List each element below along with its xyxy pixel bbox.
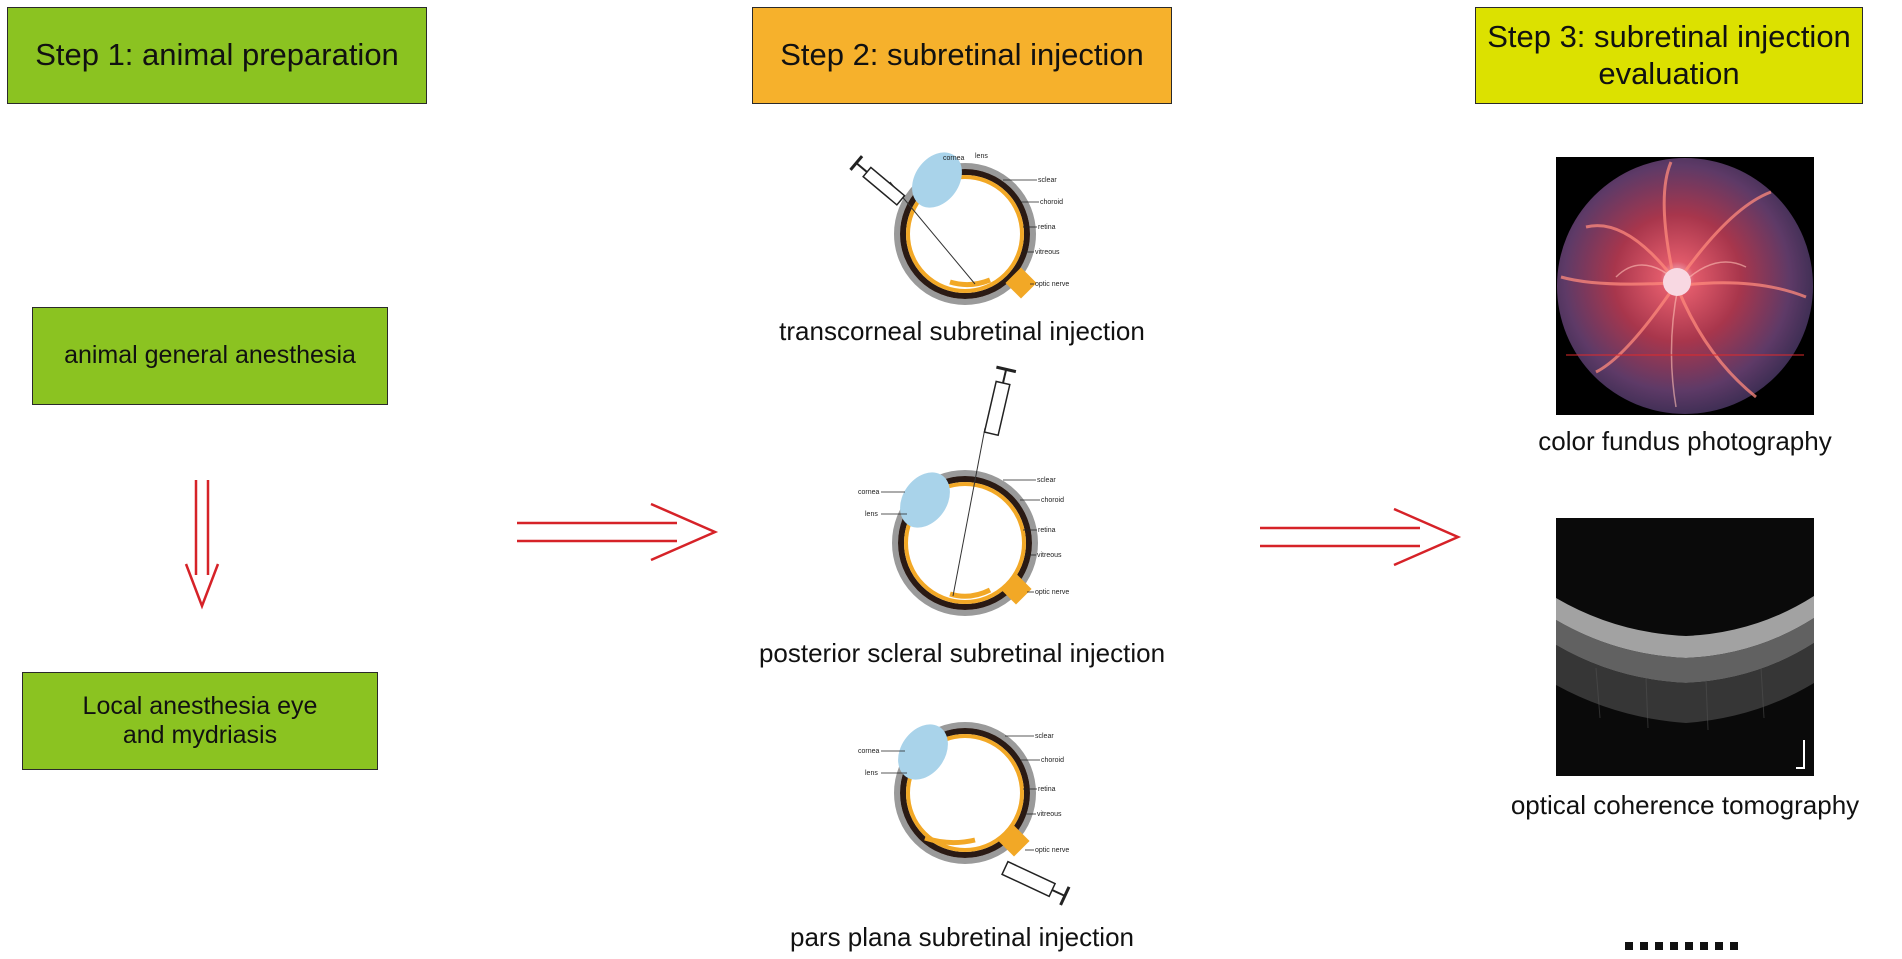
label-optic-nerve: optic nerve (1035, 847, 1069, 854)
label-vitreous: vitreous (1035, 249, 1060, 256)
label-sclear: sclear (1037, 477, 1056, 484)
label-lens: lens (865, 511, 878, 518)
local-anesthesia-line1: Local anesthesia eye (82, 691, 318, 720)
step3-header-line1: Step 3: subretinal injection (1487, 18, 1851, 54)
oct-image (1556, 518, 1814, 776)
double-line-down-arrow-icon (184, 480, 220, 610)
posterior-scleral-eye-diagram: cornea lens sclear choroid retina vitreo… (858, 365, 1069, 616)
local-anesthesia-box: Local anesthesia eye and mydriasis (22, 672, 378, 770)
fundus-caption: color fundus photography (1538, 426, 1832, 456)
ellipsis-icon (1625, 937, 1745, 955)
label-choroid: choroid (1040, 199, 1063, 206)
label-optic-nerve: optic nerve (1035, 281, 1069, 288)
syringe-icon (1001, 860, 1071, 906)
label-cornea: cornea (858, 748, 880, 755)
color-fundus-photo (1556, 157, 1814, 415)
label-vitreous: vitreous (1037, 552, 1062, 559)
posterior-scleral-caption: posterior scleral subretinal injection (758, 638, 1166, 668)
double-line-right-arrow-icon (1260, 507, 1462, 567)
label-choroid: choroid (1041, 757, 1064, 764)
label-retina: retina (1038, 527, 1056, 534)
label-vitreous: vitreous (1037, 811, 1062, 818)
oct-caption: optical coherence tomography (1510, 790, 1860, 820)
step3-header: Step 3: subretinal injection evaluation (1475, 7, 1863, 104)
step1-header: Step 1: animal preparation (7, 7, 427, 104)
general-anesthesia-box: animal general anesthesia (32, 307, 388, 405)
label-cornea: cornea (858, 489, 880, 496)
step3-header-line2: evaluation (1598, 55, 1740, 91)
pars-plana-caption: pars plana subretinal injection (790, 922, 1134, 952)
double-line-right-arrow-icon (517, 502, 719, 562)
syringe-icon (849, 155, 906, 206)
transcorneal-eye-diagram: cornea lens sclear choroid retina vitreo… (849, 152, 1069, 305)
syringe-icon (983, 365, 1017, 437)
local-anesthesia-line2: and mydriasis (122, 721, 278, 749)
step2-header: Step 2: subretinal injection (752, 7, 1172, 104)
pars-plana-eye-diagram: cornea lens sclear choroid retina vitreo… (858, 722, 1071, 906)
transcorneal-caption: transcorneal subretinal injection (779, 316, 1145, 346)
label-retina: retina (1038, 224, 1056, 231)
label-sclear: sclear (1035, 733, 1054, 740)
label-cornea: cornea (943, 155, 965, 162)
label-sclear: sclear (1038, 177, 1057, 184)
label-optic-nerve: optic nerve (1035, 589, 1069, 596)
label-retina: retina (1038, 786, 1056, 793)
label-lens: lens (865, 770, 878, 777)
label-choroid: choroid (1041, 497, 1064, 504)
label-lens: lens (975, 153, 988, 160)
